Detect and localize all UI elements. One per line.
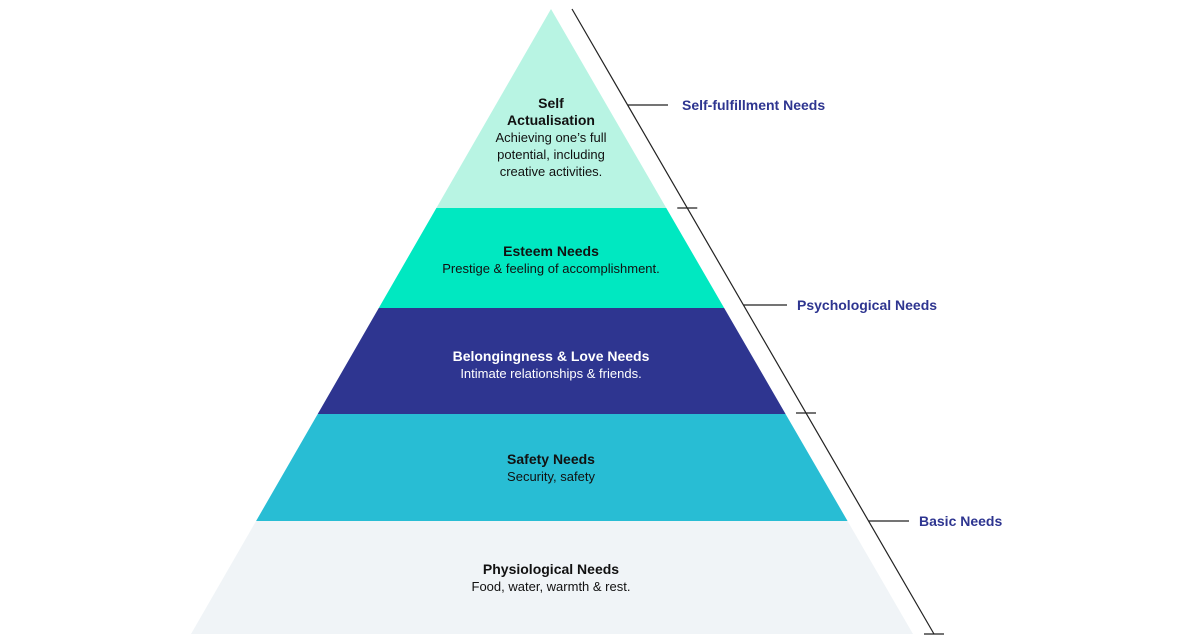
group-psychological-needs: Psychological Needs xyxy=(743,297,937,313)
pyramid-layer-shape xyxy=(256,414,848,521)
level-description: Prestige & feeling of accomplishment. xyxy=(442,261,660,276)
level-title: Self xyxy=(538,95,564,111)
pyramid-layer-shape xyxy=(436,9,667,208)
pyramid-layer-shape xyxy=(191,521,913,634)
level-description: potential, including xyxy=(497,147,605,162)
level-description: Intimate relationships & friends. xyxy=(460,366,641,381)
level-title: Physiological Needs xyxy=(483,561,619,577)
level-description: Food, water, warmth & rest. xyxy=(472,579,631,594)
group-label: Basic Needs xyxy=(919,513,1002,529)
group-self-fulfillment-needs: Self-fulfillment Needs xyxy=(627,97,825,113)
group-label: Psychological Needs xyxy=(797,297,937,313)
level-title: Belongingness & Love Needs xyxy=(453,348,650,364)
group-basic-needs: Basic Needs xyxy=(868,513,1002,529)
level-description: Achieving one’s full xyxy=(495,130,606,145)
pyramid-layer-shape xyxy=(378,208,725,308)
level-title: Esteem Needs xyxy=(503,243,599,259)
level-description: Security, safety xyxy=(507,469,595,484)
bracket-diagonal-line xyxy=(571,8,935,635)
level-description: creative activities. xyxy=(500,164,603,179)
group-label: Self-fulfillment Needs xyxy=(682,97,825,113)
level-title: Actualisation xyxy=(507,112,595,128)
level-title: Safety Needs xyxy=(507,451,595,467)
pyramid-layer-shape xyxy=(317,308,786,414)
